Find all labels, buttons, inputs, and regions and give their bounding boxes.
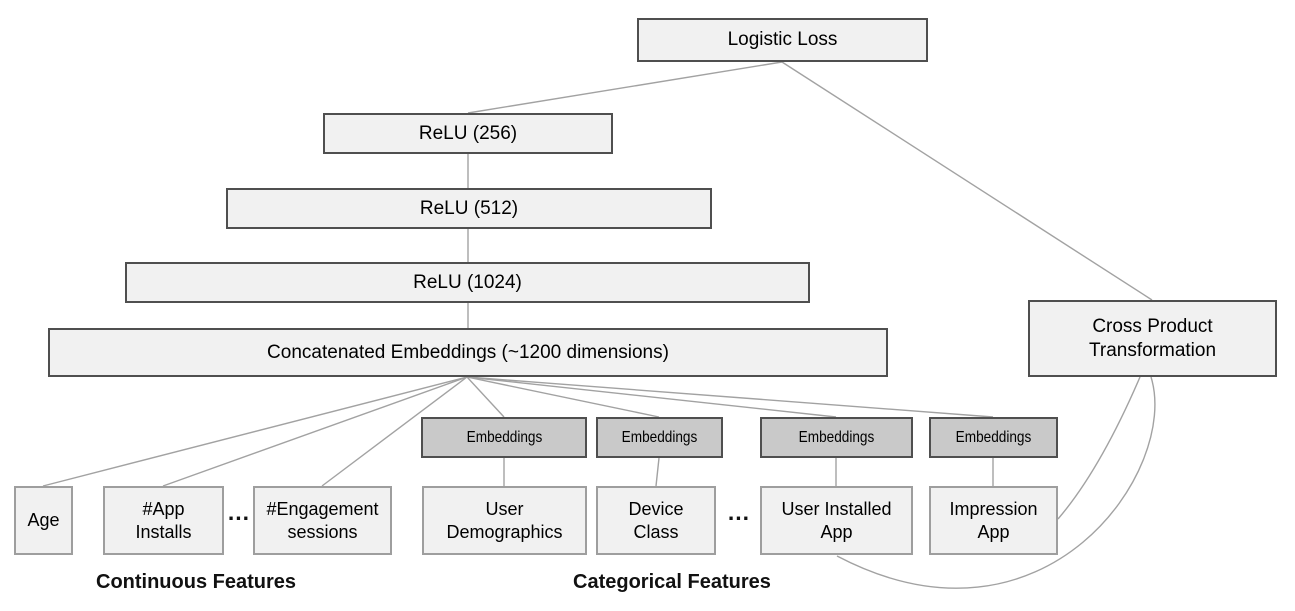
- edge-crossproduct-to-user-installed-app: [836, 376, 1156, 589]
- node-user-installed-app-label: User Installed App: [781, 499, 892, 542]
- ellipsis-categorical: ...: [727, 499, 751, 525]
- edge-loss-to-relu256: [467, 61, 783, 114]
- node-embeddings-4: Embeddings: [929, 417, 1058, 458]
- edge-embeddings2-to-device-class: [655, 457, 660, 487]
- node-embeddings-2: Embeddings: [596, 417, 723, 458]
- edge-concat-to-embeddings-4: [466, 376, 994, 418]
- node-embeddings-3: Embeddings: [760, 417, 913, 458]
- node-app-installs: #App Installs: [103, 486, 224, 555]
- node-user-demographics-label: User Demographics: [446, 499, 563, 542]
- node-age: Age: [14, 486, 73, 555]
- node-relu-256-label: ReLU (256): [418, 122, 518, 144]
- node-concatenated-embeddings-label: Concatenated Embeddings (~1200 dimension…: [267, 341, 669, 363]
- categorical-features-label: Categorical Features: [573, 571, 771, 593]
- node-relu-512-label: ReLU (512): [419, 197, 519, 219]
- node-embeddings-4-label: Embeddings: [955, 428, 1032, 446]
- node-cross-product-label: Cross Product Transformation: [1088, 315, 1217, 361]
- edge-concat-to-embeddings-2: [466, 376, 660, 418]
- node-engagement-sessions-label: #Engagement sessions: [266, 499, 379, 542]
- edge-concat-to-app-installs: [162, 376, 468, 487]
- node-embeddings-1-label: Embeddings: [466, 428, 542, 446]
- node-app-installs-label: #App Installs: [135, 499, 192, 542]
- edge-concat-to-engagement: [321, 376, 468, 487]
- ellipsis-continuous: ...: [227, 499, 251, 525]
- edge-concat-to-embeddings-3: [466, 376, 837, 418]
- continuous-features-label: Continuous Features: [96, 571, 297, 593]
- node-logistic-loss: Logistic Loss: [637, 18, 928, 62]
- node-embeddings-1: Embeddings: [421, 417, 587, 458]
- node-embeddings-2-label: Embeddings: [621, 428, 698, 446]
- node-user-installed-app: User Installed App: [760, 486, 913, 555]
- node-user-demographics: User Demographics: [422, 486, 587, 555]
- node-logistic-loss-label: Logistic Loss: [727, 29, 838, 51]
- node-relu-256: ReLU (256): [323, 113, 613, 154]
- node-relu-1024-label: ReLU (1024): [413, 271, 522, 293]
- edge-loss-to-crossproduct: [781, 61, 1153, 301]
- edge-crossproduct-to-impression-app: [1057, 376, 1141, 520]
- node-relu-512: ReLU (512): [226, 188, 712, 229]
- edge-concat-to-age: [42, 376, 468, 487]
- node-device-class-label: Device Class: [628, 499, 684, 542]
- node-relu-1024: ReLU (1024): [125, 262, 810, 303]
- node-age-label: Age: [27, 510, 60, 531]
- node-embeddings-3-label: Embeddings: [798, 428, 875, 446]
- node-impression-app-label: Impression App: [949, 499, 1038, 542]
- node-concatenated-embeddings: Concatenated Embeddings (~1200 dimension…: [48, 328, 888, 377]
- node-impression-app: Impression App: [929, 486, 1058, 555]
- edge-concat-to-embeddings-1: [466, 376, 505, 418]
- node-engagement-sessions: #Engagement sessions: [253, 486, 392, 555]
- node-cross-product-transformation: Cross Product Transformation: [1028, 300, 1277, 377]
- node-device-class: Device Class: [596, 486, 716, 555]
